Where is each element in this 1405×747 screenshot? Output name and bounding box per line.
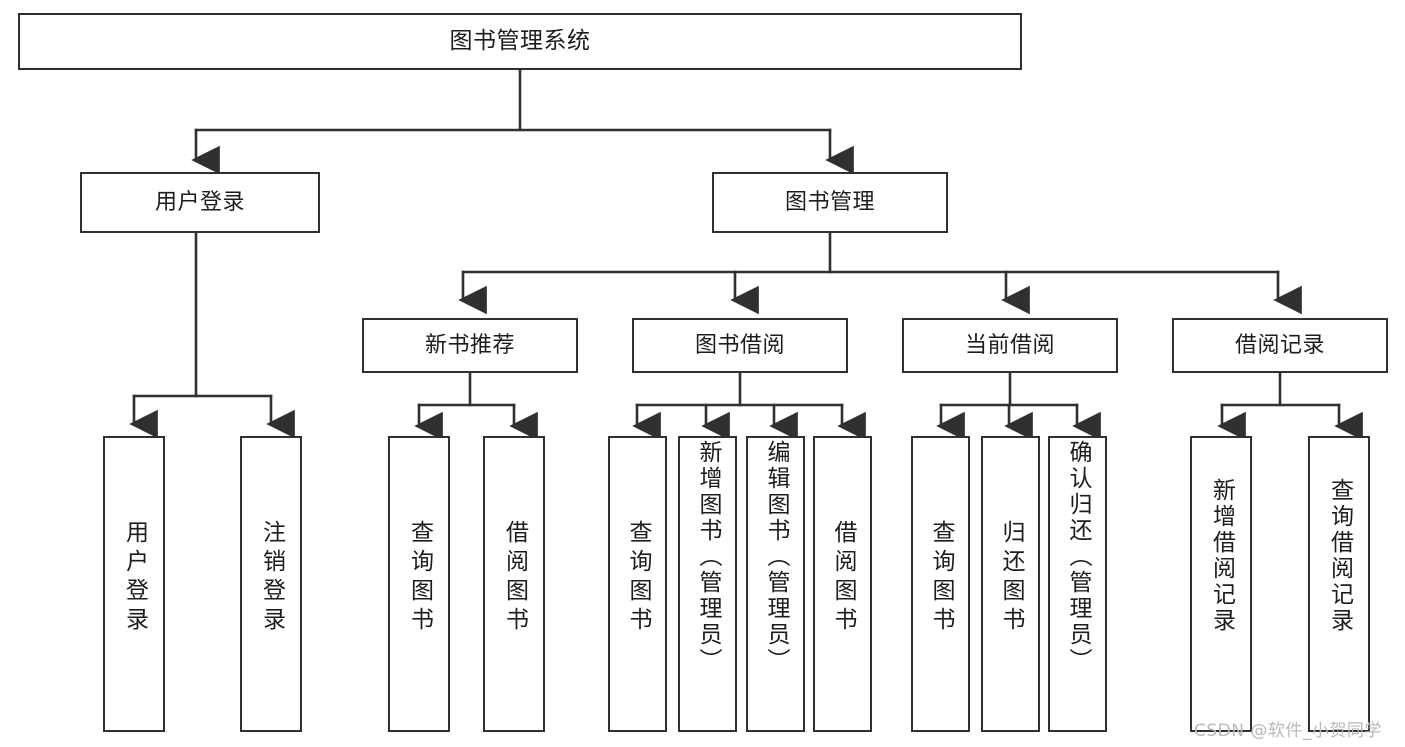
node-leaf-add-book-label: 新增图书（管理员） xyxy=(695,440,721,674)
node-book-management-label: 图书管理 xyxy=(784,189,875,215)
node-leaf-query-book-3-label: 查询图书 xyxy=(928,520,954,636)
node-borrow-record-label: 借阅记录 xyxy=(1234,332,1325,358)
node-book-management[interactable]: 图书管理 xyxy=(712,172,948,233)
node-leaf-add-record-label: 新增借阅记录 xyxy=(1208,478,1235,634)
node-root[interactable]: 图书管理系统 xyxy=(18,13,1022,70)
node-leaf-user-login[interactable]: 用户登录 xyxy=(103,436,165,732)
node-leaf-logout-login[interactable]: 注销登录 xyxy=(240,436,302,732)
node-leaf-confirm-return-label: 确认归还（管理员） xyxy=(1065,440,1091,674)
node-book-borrow-label: 图书借阅 xyxy=(694,332,785,358)
node-leaf-borrow-book-1-label: 借阅图书 xyxy=(501,520,528,636)
node-leaf-return-book[interactable]: 归还图书 xyxy=(981,436,1040,732)
node-leaf-query-book-2[interactable]: 查询图书 xyxy=(608,436,667,732)
node-leaf-query-book-1-label: 查询图书 xyxy=(406,520,433,636)
node-user-login-label: 用户登录 xyxy=(154,189,245,215)
node-user-login[interactable]: 用户登录 xyxy=(80,172,320,233)
node-leaf-query-record-label: 查询借阅记录 xyxy=(1326,478,1353,634)
node-current-borrow-label: 当前借阅 xyxy=(964,332,1055,358)
csdn-watermark: CSDN @软件_小贺同学 xyxy=(1194,721,1382,741)
node-leaf-user-login-label: 用户登录 xyxy=(121,520,148,636)
node-leaf-query-book-1[interactable]: 查询图书 xyxy=(388,436,450,732)
node-leaf-add-record[interactable]: 新增借阅记录 xyxy=(1190,436,1252,732)
node-leaf-edit-book-label: 编辑图书（管理员） xyxy=(763,440,789,674)
node-root-label: 图书管理系统 xyxy=(449,28,591,55)
node-leaf-query-book-3[interactable]: 查询图书 xyxy=(911,436,970,732)
node-current-borrow[interactable]: 当前借阅 xyxy=(902,318,1118,373)
node-leaf-borrow-book-2-label: 借阅图书 xyxy=(830,520,856,636)
node-leaf-return-book-label: 归还图书 xyxy=(998,520,1024,636)
node-book-borrow[interactable]: 图书借阅 xyxy=(632,318,848,373)
node-leaf-borrow-book-1[interactable]: 借阅图书 xyxy=(483,436,545,732)
node-leaf-query-record[interactable]: 查询借阅记录 xyxy=(1308,436,1370,732)
node-leaf-edit-book[interactable]: 编辑图书（管理员） xyxy=(746,436,805,732)
node-leaf-logout-login-label: 注销登录 xyxy=(258,520,285,636)
node-borrow-record[interactable]: 借阅记录 xyxy=(1172,318,1388,373)
node-new-book-recommend-label: 新书推荐 xyxy=(424,332,515,358)
node-leaf-query-book-2-label: 查询图书 xyxy=(625,520,651,636)
node-leaf-add-book[interactable]: 新增图书（管理员） xyxy=(678,436,737,732)
node-leaf-confirm-return[interactable]: 确认归还（管理员） xyxy=(1048,436,1107,732)
node-leaf-borrow-book-2[interactable]: 借阅图书 xyxy=(813,436,872,732)
node-new-book-recommend[interactable]: 新书推荐 xyxy=(362,318,578,373)
